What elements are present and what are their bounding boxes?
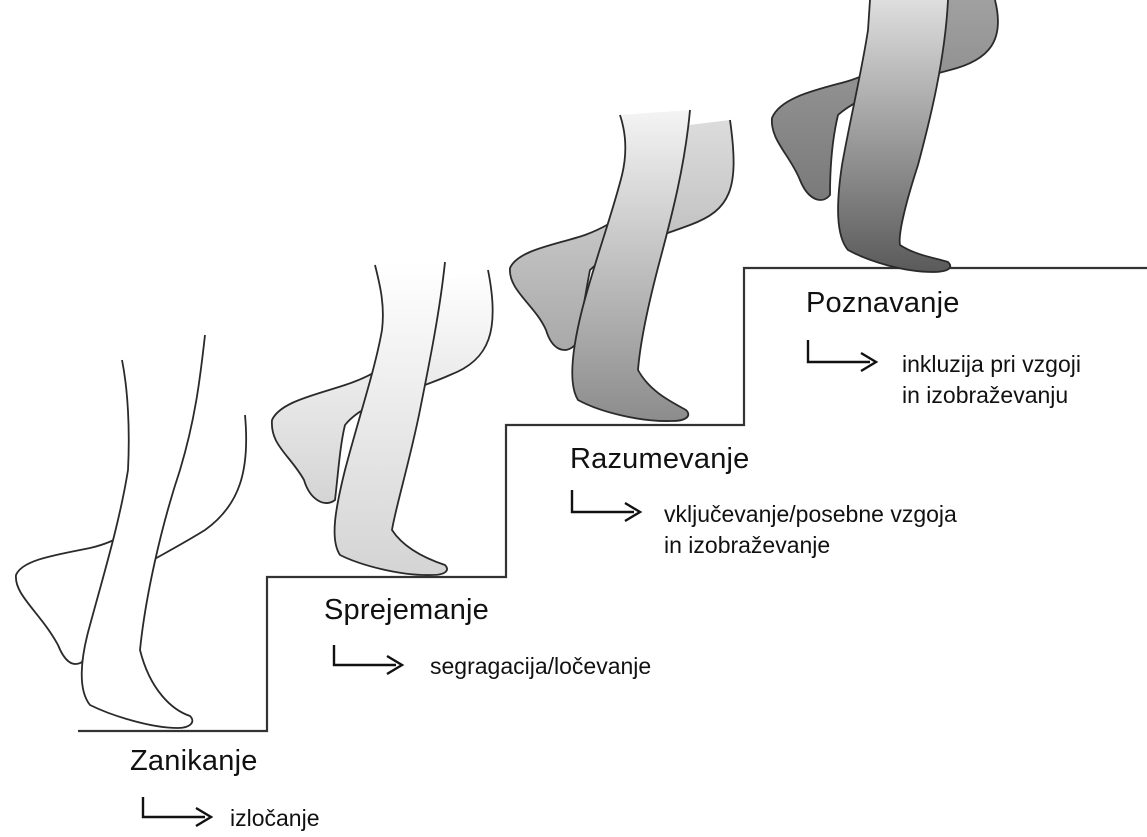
step-title-poznavanje: Poznavanje: [806, 289, 960, 318]
step-outcome-vkljucevanje: vključevanje/posebne vzgoja in izobražev…: [664, 499, 957, 561]
step-outcome-inkluzija: inkluzija pri vzgoji in izobraževanju: [902, 349, 1081, 411]
outcome-line: in izobraževanju: [902, 380, 1081, 411]
right-angle-arrow-icon: [143, 797, 211, 826]
right-angle-arrow-icon: [572, 490, 640, 521]
outcome-line: segragacija/ločevanje: [430, 651, 651, 682]
step-title-sprejemanje: Sprejemanje: [324, 596, 489, 625]
step-title-razumevanje: Razumevanje: [570, 445, 750, 474]
leg-front: [838, 0, 950, 272]
legs-step-2: [272, 262, 493, 575]
outcome-line: in izobraževanje: [664, 530, 957, 561]
outcome-line: vključevanje/posebne vzgoja: [664, 499, 957, 530]
legs-step-3: [510, 110, 734, 421]
step-outcome-segragacija: segragacija/ločevanje: [430, 651, 651, 682]
outcome-line: izločanje: [230, 803, 320, 834]
step-title-zanikanje: Zanikanje: [130, 747, 258, 776]
step-outcome-izlocanje: izločanje: [230, 803, 320, 834]
outcome-line: inkluzija pri vzgoji: [902, 349, 1081, 380]
legs-step-4: [772, 0, 998, 272]
legs-step-1: [16, 335, 246, 728]
right-angle-arrow-icon: [808, 340, 876, 371]
right-angle-arrow-icon: [334, 645, 402, 674]
